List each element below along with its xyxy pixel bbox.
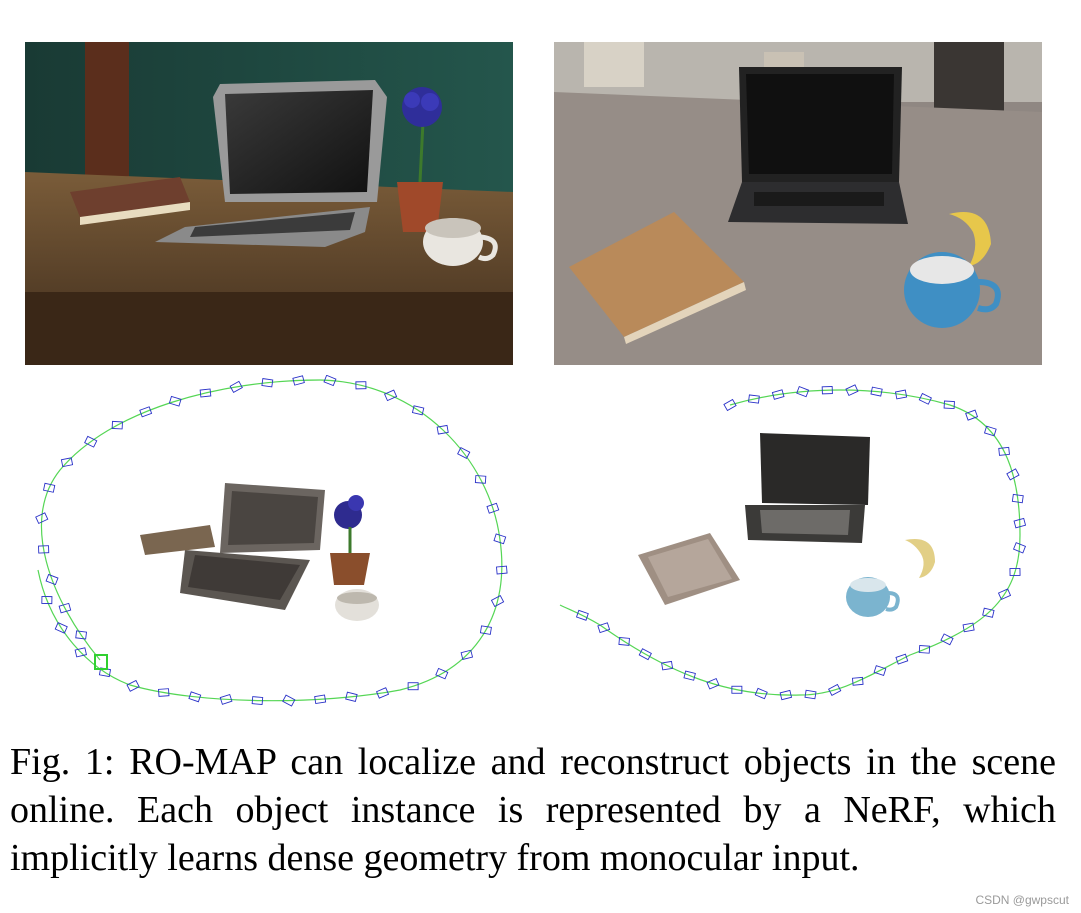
camera-frustum-icon xyxy=(139,406,153,418)
camera-frustum-icon xyxy=(962,622,975,633)
camera-frustum-icon xyxy=(126,679,140,692)
camera-frustum-icon xyxy=(779,689,793,701)
camera-frustum-icon xyxy=(661,660,674,671)
camera-frustum-icon xyxy=(1006,468,1020,481)
camera-frustum-icon xyxy=(1009,567,1021,577)
camera-frustum-icon xyxy=(35,512,49,525)
camera-frustum-icon xyxy=(748,394,760,404)
camera-frustum-icon xyxy=(490,595,505,608)
camera-frustum-icon xyxy=(282,694,296,707)
camera-frustum-icon xyxy=(457,447,471,459)
camera-frustum-icon xyxy=(771,389,785,400)
camera-frustum-icon xyxy=(493,533,507,545)
camera-frustum-icon xyxy=(435,667,449,680)
camera-frustum-icon xyxy=(375,687,390,699)
real-reconstruction-view xyxy=(550,375,1050,715)
camera-frustum-icon xyxy=(597,622,611,634)
camera-frustum-icon xyxy=(982,607,995,618)
camera-frustum-icon xyxy=(75,630,88,640)
camera-frustum-icon xyxy=(706,677,720,690)
camera-frustum-icon xyxy=(45,573,59,586)
camera-frustum-icon xyxy=(60,457,74,468)
camera-frustum-icon xyxy=(845,384,859,397)
camera-frustum-icon xyxy=(804,689,817,700)
camera-frustum-icon xyxy=(754,687,768,700)
camera-frustum-icon xyxy=(918,392,932,405)
camera-frustum-icon xyxy=(188,691,202,703)
camera-frustum-icon xyxy=(870,386,883,397)
camera-frustum-icon xyxy=(1011,493,1024,504)
camera-frustum-icon xyxy=(575,609,589,621)
camera-frustum-icon xyxy=(158,688,170,697)
camera-frustum-icon xyxy=(41,595,53,605)
camera-frustum-icon xyxy=(345,691,358,702)
camera-frustum-icon xyxy=(323,375,337,387)
camera-frustum-icon xyxy=(111,420,123,430)
camera-frustum-icon xyxy=(54,622,68,634)
real-scene-image xyxy=(554,42,1042,365)
camera-frustum-icon xyxy=(895,653,909,665)
camera-frustum-icon xyxy=(618,636,630,646)
camera-frustum-icon xyxy=(229,380,243,393)
camera-frustum-icon xyxy=(940,633,954,646)
camera-frustum-icon xyxy=(199,388,212,398)
camera-frustum-icon xyxy=(1013,517,1027,529)
camera-frustum-icon xyxy=(384,389,398,402)
camera-frustum-icon xyxy=(731,685,743,694)
camera-frustum-icon xyxy=(796,386,810,398)
camera-frustum-icon xyxy=(683,670,696,681)
camera-frustum-icon xyxy=(723,398,737,412)
camera-frustum-icon xyxy=(821,386,833,395)
camera-frustum-icon xyxy=(407,682,419,691)
figure-caption: Fig. 1: RO-MAP can localize and reconstr… xyxy=(10,741,1056,879)
camera-frustum-icon xyxy=(474,475,487,484)
camera-frustum-icon xyxy=(42,482,56,493)
camera-frustum-icon xyxy=(411,405,425,416)
camera-frustum-icon xyxy=(168,395,182,407)
camera-frustum-icon xyxy=(460,649,474,660)
camera-frustum-icon xyxy=(38,545,50,554)
camera-frustum-icon xyxy=(251,696,264,705)
camera-frustum-icon xyxy=(918,645,931,654)
camera-frustum-icon xyxy=(852,676,864,686)
camera-frustum-icon xyxy=(355,381,367,390)
camera-frustum-icon xyxy=(965,409,979,421)
camera-frustum-icon xyxy=(638,648,652,661)
synthetic-reconstruction-view xyxy=(20,375,530,715)
camera-frustum-icon xyxy=(1012,542,1027,554)
camera-frustum-icon xyxy=(479,625,492,635)
watermark: CSDN @gwpscut xyxy=(975,893,1069,907)
camera-frustum-icon xyxy=(486,502,500,514)
camera-trajectory xyxy=(559,389,1021,696)
camera-frustum-icon xyxy=(943,400,955,410)
camera-frustum-icon xyxy=(74,647,87,658)
camera-frustum-icon xyxy=(58,602,72,614)
camera-frustum-icon xyxy=(873,665,887,676)
camera-frustum-icon xyxy=(292,375,305,386)
camera-frustum-icon xyxy=(496,565,508,575)
camera-frustum-icon xyxy=(983,425,997,437)
camera-frustum-icon xyxy=(261,378,274,388)
camera-frustum-icon xyxy=(436,424,449,435)
camera-frustum-icon xyxy=(84,435,98,448)
camera-frustum-icon xyxy=(219,693,233,705)
camera-frustum-icon xyxy=(998,446,1010,456)
synthetic-scene-image xyxy=(25,42,513,365)
camera-frustum-icon xyxy=(894,389,908,400)
camera-frustum-icon xyxy=(828,683,842,696)
camera-frustum-icon xyxy=(314,694,327,705)
camera-frustum-icon xyxy=(997,588,1012,601)
